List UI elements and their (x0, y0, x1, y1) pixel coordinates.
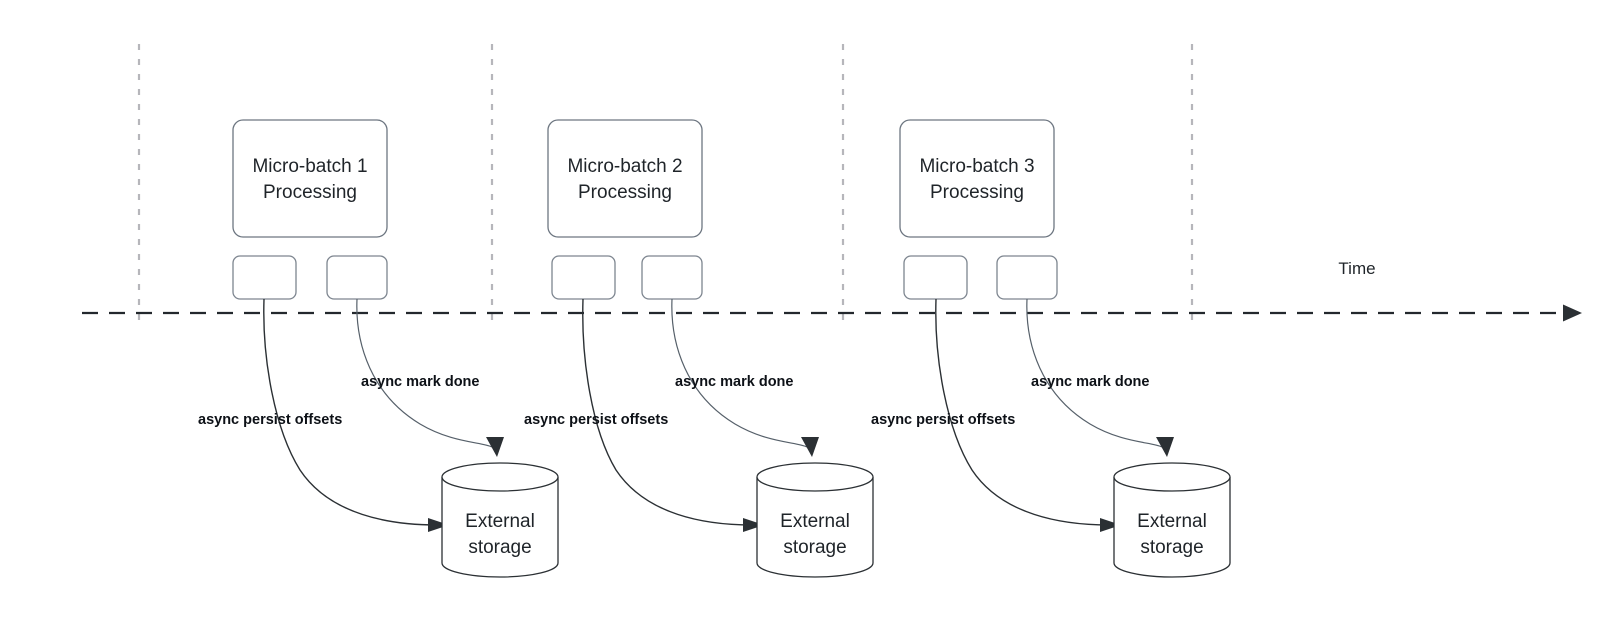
external-storage-2-top[interactable] (756, 462, 874, 492)
micro-batch-2-mark-done-connector (671, 298, 808, 448)
micro-batch-3-persist-task-box[interactable] (903, 255, 968, 300)
external-storage-3-label-line2: storage (1140, 537, 1203, 558)
group-1: Micro-batch 1 Processing async persist o… (198, 119, 559, 578)
micro-batch-3-mark-done-connector (1026, 298, 1163, 448)
micro-batch-3-mark-done-arrowhead (1156, 437, 1174, 457)
micro-batch-2-persist-task-box[interactable] (551, 255, 616, 300)
external-storage-1-body[interactable] (441, 477, 559, 578)
external-storage-2-label-line2: storage (783, 537, 846, 558)
micro-batch-1-label-line1: Micro-batch 1 (252, 156, 367, 177)
time-axis: Time (82, 259, 1582, 322)
external-storage-2[interactable]: External storage (756, 462, 874, 578)
external-storage-1-label-line2: storage (468, 537, 531, 558)
micro-batch-1-persist-task-box[interactable] (232, 255, 297, 300)
micro-batch-1-mark-done-connector (356, 298, 493, 448)
micro-batch-3-label-line2: Processing (930, 182, 1024, 203)
micro-batch-2-persist-arrowhead (743, 518, 764, 532)
micro-batch-3-box[interactable]: Micro-batch 3 Processing (899, 119, 1055, 238)
external-storage-3-body[interactable] (1113, 477, 1231, 578)
micro-batch-3-label-line1: Micro-batch 3 (919, 156, 1034, 177)
micro-batch-2-box[interactable]: Micro-batch 2 Processing (547, 119, 703, 238)
external-storage-2-body[interactable] (756, 477, 874, 578)
micro-batch-1-mark-done-label: async mark done (361, 374, 479, 390)
micro-batch-1-rect[interactable] (232, 119, 388, 238)
micro-batch-1-mark-done-arrowhead (486, 437, 504, 457)
external-storage-2-label-line1: External (780, 511, 850, 532)
group-2: Micro-batch 2 Processing async persist o… (524, 119, 874, 578)
micro-batch-2-persist-label: async persist offsets (524, 412, 668, 428)
micro-batch-3-mark-done-label: async mark done (1031, 374, 1149, 390)
micro-batch-1-persist-label: async persist offsets (198, 412, 342, 428)
micro-batch-2-mark-done-task-box[interactable] (641, 255, 703, 300)
micro-batch-1-persist-offsets-connector (263, 298, 438, 526)
micro-batch-1-label-line2: Processing (263, 182, 357, 203)
micro-batch-3-rect[interactable] (899, 119, 1055, 238)
group-3: Micro-batch 3 Processing async persist o… (871, 119, 1231, 578)
external-storage-3[interactable]: External storage (1113, 462, 1231, 578)
time-axis-arrowhead (1563, 304, 1582, 322)
micro-batch-1-persist-arrowhead (428, 518, 449, 532)
batch-boundary-ticks (137, 44, 1194, 322)
external-storage-3-top[interactable] (1113, 462, 1231, 492)
external-storage-1[interactable]: External storage (441, 462, 559, 578)
micro-batch-2-rect[interactable] (547, 119, 703, 238)
micro-batch-3-persist-offsets-connector (935, 298, 1110, 526)
micro-batch-2-mark-done-label: async mark done (675, 374, 793, 390)
micro-batch-3-persist-label: async persist offsets (871, 412, 1015, 428)
micro-batch-3-persist-arrowhead (1100, 518, 1121, 532)
external-storage-3-label-line1: External (1137, 511, 1207, 532)
external-storage-1-top[interactable] (441, 462, 559, 492)
micro-batch-1-mark-done-task-box[interactable] (326, 255, 388, 300)
micro-batch-2-label-line2: Processing (578, 182, 672, 203)
micro-batch-2-persist-offsets-connector (582, 298, 753, 526)
external-storage-1-label-line1: External (465, 511, 535, 532)
micro-batch-2-mark-done-arrowhead (801, 437, 819, 457)
time-axis-label: Time (1338, 259, 1375, 278)
micro-batch-3-mark-done-task-box[interactable] (996, 255, 1058, 300)
micro-batch-2-label-line1: Micro-batch 2 (567, 156, 682, 177)
micro-batch-1-box[interactable]: Micro-batch 1 Processing (232, 119, 388, 238)
